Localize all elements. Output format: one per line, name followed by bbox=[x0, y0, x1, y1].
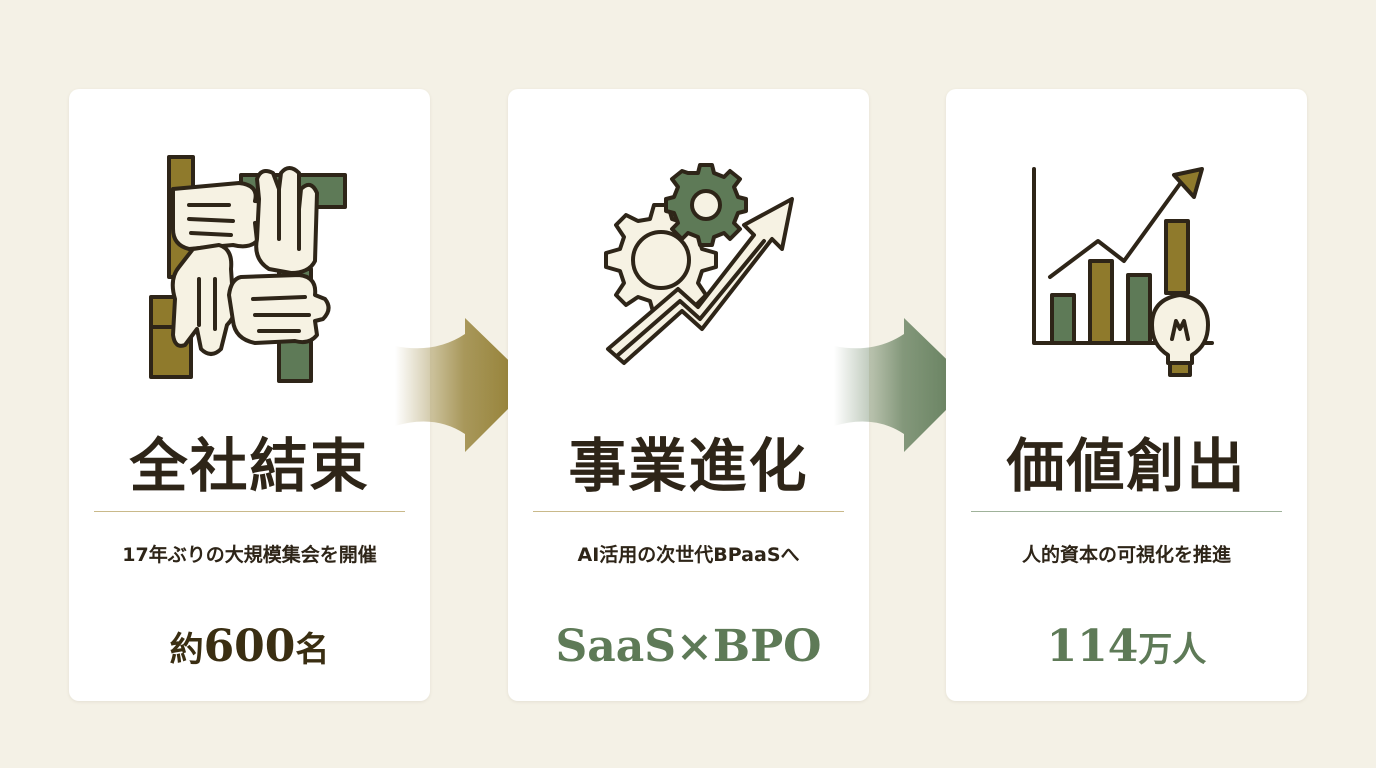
four-hands-icon bbox=[149, 155, 347, 383]
gear-growth-arrow-icon bbox=[604, 163, 794, 365]
card-subtitle: AI活用の次世代BPaaSへ bbox=[577, 544, 800, 566]
value-number: 114 bbox=[1046, 621, 1139, 672]
value-suffix: 万人 bbox=[1138, 630, 1207, 670]
card-evolution: 事業進化 AI活用の次世代BPaaSへ SaaS×BPO bbox=[508, 89, 869, 701]
value-number: 600 bbox=[203, 621, 296, 672]
divider bbox=[533, 511, 844, 512]
card-value: 約600名 bbox=[69, 621, 430, 672]
right-arrow-icon bbox=[395, 318, 533, 452]
card-subtitle: 17年ぶりの大規模集会を開催 bbox=[122, 544, 377, 566]
card-title: 価値創出 bbox=[1006, 432, 1247, 500]
card-unity: 全社結束 17年ぶりの大規模集会を開催 約600名 bbox=[69, 89, 430, 701]
value-prefix: 約 bbox=[169, 630, 204, 670]
bar-chart-lightbulb-icon bbox=[1032, 167, 1214, 377]
divider bbox=[94, 511, 405, 512]
value-number: SaaS×BPO bbox=[555, 621, 822, 672]
value-suffix: 名 bbox=[295, 630, 330, 670]
card-value: 114万人 bbox=[946, 621, 1307, 672]
card-title: 全社結束 bbox=[129, 432, 370, 500]
card-title: 事業進化 bbox=[568, 432, 809, 500]
right-arrow-icon bbox=[834, 318, 972, 452]
card-value-creation: 価値創出 人的資本の可視化を推進 114万人 bbox=[946, 89, 1307, 701]
divider bbox=[971, 511, 1282, 512]
card-value: SaaS×BPO bbox=[508, 621, 869, 672]
card-subtitle: 人的資本の可視化を推進 bbox=[1021, 544, 1231, 566]
